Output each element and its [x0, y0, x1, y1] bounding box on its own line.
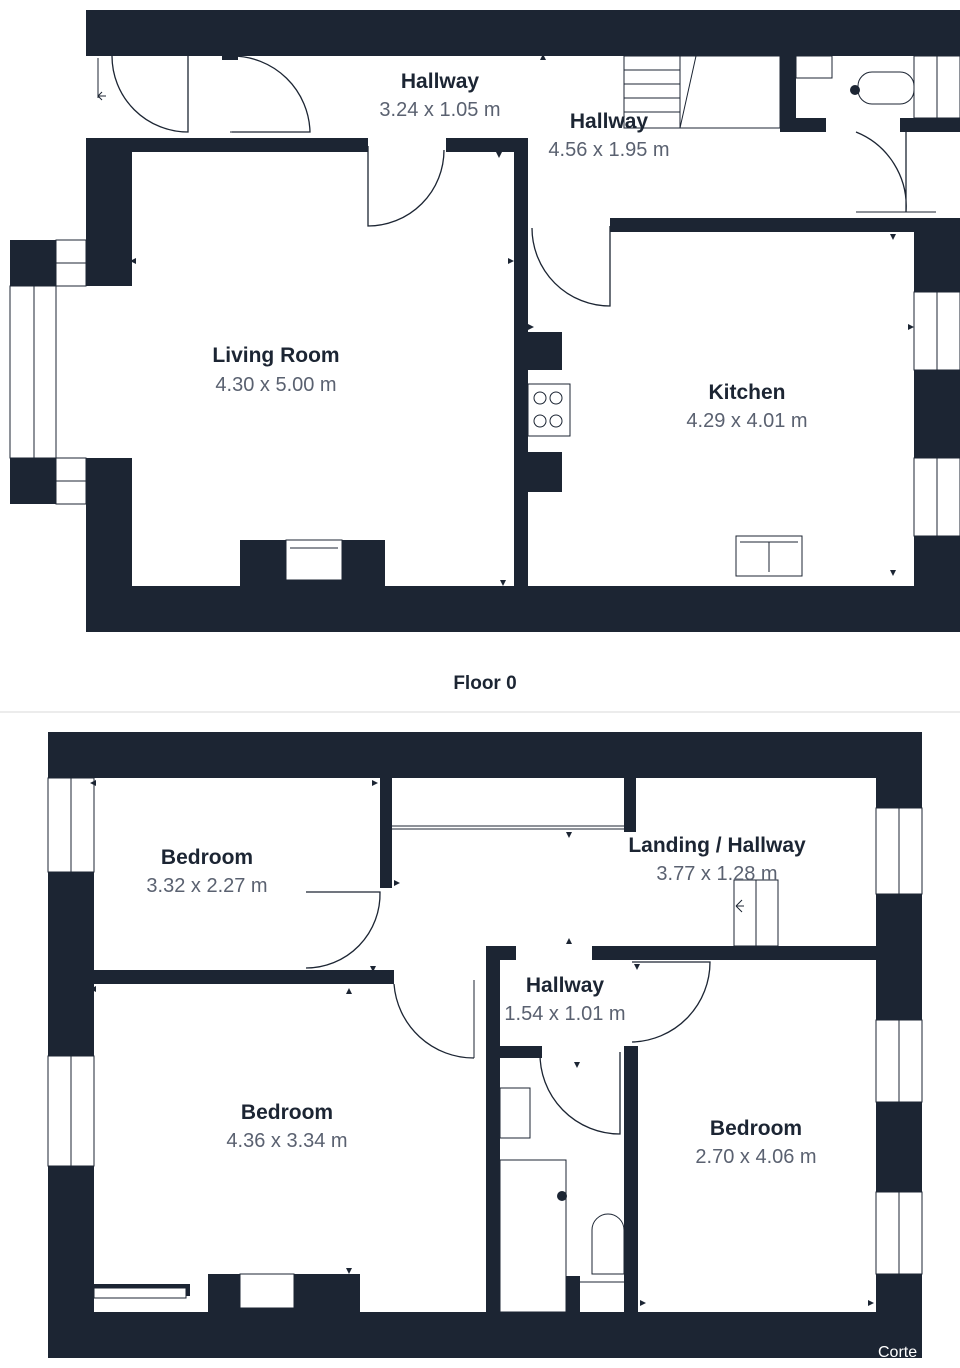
room-name-hallway-main: Hallway — [570, 110, 649, 133]
room-dims-bedroom-large: 4.36 x 3.34 m — [226, 1130, 347, 1152]
room-name-kitchen: Kitchen — [708, 381, 785, 404]
floor-0-plan — [9, 10, 960, 632]
room-dims-kitchen: 4.29 x 4.01 m — [686, 410, 807, 432]
room-name-living-room: Living Room — [212, 344, 339, 367]
room-name-bedroom-large: Bedroom — [241, 1101, 333, 1124]
floor-0-label: Floor 0 — [453, 673, 516, 694]
room-dims-hallway-entry: 3.24 x 1.05 m — [379, 99, 500, 121]
room-dims-landing: 3.77 x 1.28 m — [656, 863, 777, 885]
credit-watermark: Corte — [878, 1344, 917, 1361]
room-name-bedroom-right: Bedroom — [710, 1117, 802, 1140]
room-dims-living-room: 4.30 x 5.00 m — [215, 374, 336, 396]
room-name-landing: Landing / Hallway — [628, 834, 806, 857]
room-dims-hallway-upper: 1.54 x 1.01 m — [504, 1003, 625, 1025]
room-name-hallway-upper: Hallway — [526, 974, 605, 997]
room-name-bedroom-small: Bedroom — [161, 846, 253, 869]
room-name-hallway-entry: Hallway — [401, 70, 480, 93]
room-dims-bedroom-right: 2.70 x 4.06 m — [695, 1146, 816, 1168]
room-dims-bedroom-small: 3.32 x 2.27 m — [146, 875, 267, 897]
room-dims-hallway-main: 4.56 x 1.95 m — [548, 139, 669, 161]
floor-1-plan — [47, 732, 923, 1358]
